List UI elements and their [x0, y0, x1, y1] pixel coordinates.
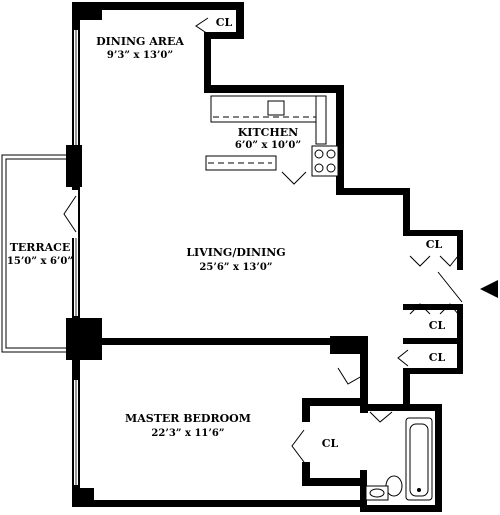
master-bedroom-label: MASTER BEDROOM: [125, 412, 251, 425]
closet-label-top: CL: [216, 16, 233, 29]
bathtub: [405, 417, 433, 501]
kitchen-fixtures: [205, 95, 339, 185]
bedroom-closet-top: [302, 398, 360, 406]
bedroom-corner-block: [330, 336, 368, 354]
corner-block: [80, 2, 102, 20]
bath-sink: [365, 485, 389, 501]
kitchen-bottom-wall: [336, 188, 410, 195]
terrace-label: TERRACE: [10, 241, 71, 254]
terrace-dims: 15’0” x 6’0”: [7, 256, 73, 267]
kitchen-top-wall: [204, 85, 344, 93]
door-bedroom: [337, 367, 363, 385]
closet-label-right-middle: CL: [429, 319, 446, 332]
bath-top-wall: [360, 404, 440, 411]
door-closet-right-upper-2: [439, 255, 459, 267]
column-upper: [66, 145, 82, 187]
dining-area-dims: 9’3” x 13’0”: [107, 50, 173, 61]
bedroom-closet-leftwall: [302, 398, 310, 422]
closet-label-right-lower: CL: [429, 351, 446, 364]
entrance-arrow-icon: [480, 280, 498, 298]
dining-area-label: DINING AREA: [96, 35, 184, 48]
bath-left-wall: [360, 345, 368, 413]
bath-fixtures: [365, 417, 433, 501]
closet-low-side: [457, 338, 463, 374]
bedroom-closet-leftwall-low: [302, 462, 310, 484]
door-closet-right-lower: [397, 349, 409, 367]
kitchen-sink: [267, 100, 285, 116]
living-dining-dims: 25’6” x 13’0”: [199, 262, 272, 273]
kitchen-label: KITCHEN: [238, 126, 298, 139]
bath-bottom-wall: [360, 505, 442, 512]
door-closet-right-upper: [409, 255, 431, 267]
bedroom-top-wall: [80, 338, 335, 345]
closet-bottom-wall: [204, 32, 244, 39]
terrace-outline: [1, 154, 78, 353]
kitchen-counter-side: [315, 95, 327, 145]
column-lower: [66, 318, 102, 360]
door-bath: [369, 411, 393, 423]
stove: [311, 145, 339, 177]
kitchen-dims: 6’0” x 10’0”: [235, 140, 301, 151]
living-dining-label: LIVING/DINING: [186, 246, 285, 259]
closet-mid-side: [457, 304, 463, 344]
doors: [195, 17, 463, 463]
door-closet-right-middle: [409, 303, 431, 315]
bedroom-bottom-wall: [72, 500, 367, 507]
closet-right-side: [457, 230, 463, 270]
kitchen-right-wall: [336, 85, 344, 195]
closet-mid-bottom: [403, 338, 463, 344]
kitchen-counter-top: [210, 95, 327, 123]
windows: [74, 30, 78, 485]
closet-label-right-upper: CL: [426, 238, 443, 251]
closet-label-bedroom: CL: [322, 437, 339, 450]
dining-right-wall: [236, 2, 244, 38]
right-wall-upper: [403, 188, 410, 236]
entry-door: [437, 271, 463, 303]
door-closet-top: [195, 17, 209, 35]
bedroom-closet-bottom: [302, 478, 360, 486]
closet-mid-top: [403, 304, 463, 310]
bath-right-wall: [435, 404, 442, 512]
master-bedroom-dims: 22’3” x 11’6”: [151, 428, 224, 439]
door-closet-right-middle-2: [439, 303, 459, 315]
corner-block-bottom: [80, 488, 94, 507]
closet-right-top: [403, 230, 463, 236]
door-bedroom-closet: [291, 429, 305, 463]
top-wall: [72, 2, 242, 10]
closet-low-bottom: [403, 368, 463, 374]
dining-east-wall: [204, 32, 211, 92]
bath-left-lower: [360, 470, 367, 512]
terrace-door-gap: [70, 190, 78, 238]
bath-top-right: [403, 368, 410, 408]
